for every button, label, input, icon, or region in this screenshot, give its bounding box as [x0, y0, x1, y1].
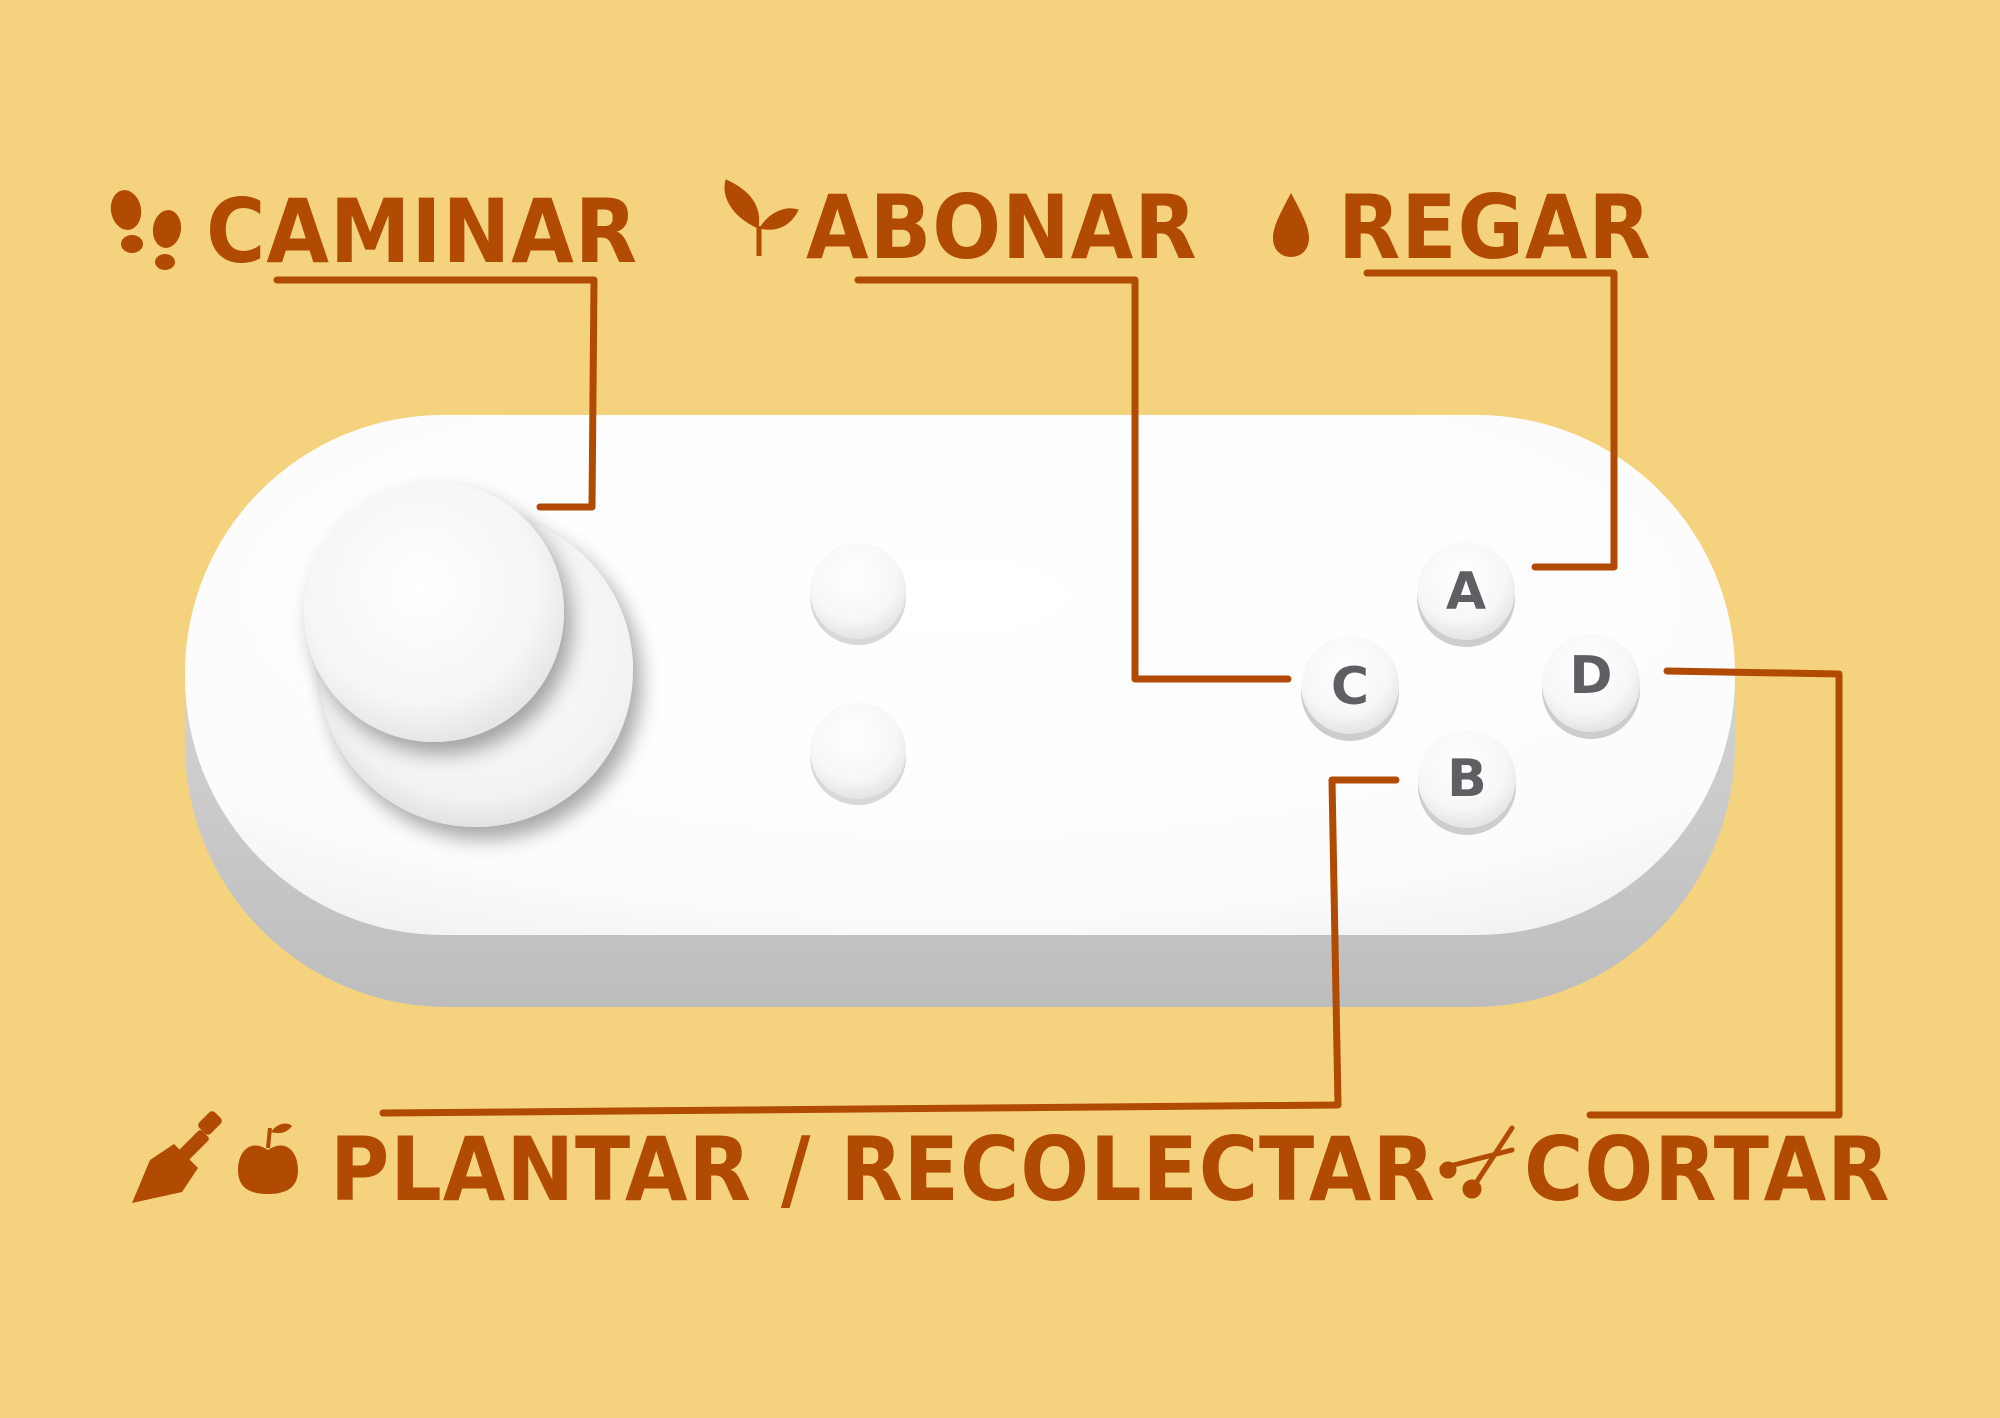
leader-line-caminar	[273, 276, 598, 511]
button-a[interactable]: A	[1417, 542, 1515, 647]
leader-line-cortar	[1586, 667, 1843, 1119]
leader-line-plantar	[379, 776, 1400, 1117]
leader-line-abonar	[854, 276, 1292, 683]
label-caminar: CAMINAR	[206, 180, 638, 283]
button-d-letter: D	[1569, 646, 1612, 706]
button-b[interactable]: B	[1418, 730, 1516, 835]
sprout-icon	[724, 179, 799, 256]
button-a-letter: A	[1446, 562, 1486, 622]
label-cortar: CORTAR	[1524, 1118, 1891, 1221]
footprints-icon	[110, 190, 182, 270]
leader-line-regar	[1363, 269, 1618, 571]
menu-button-bottom[interactable]	[810, 703, 906, 805]
joystick[interactable]	[304, 482, 633, 827]
scissors-icon	[1439, 1125, 1515, 1199]
label-regar: REGAR	[1338, 176, 1652, 279]
water-drop-icon	[1273, 193, 1309, 257]
menu-button-top[interactable]	[810, 543, 906, 645]
button-b-letter: B	[1447, 749, 1487, 809]
trowel-icon	[132, 1111, 222, 1203]
apple-icon	[238, 1123, 298, 1194]
button-d[interactable]: D	[1542, 634, 1640, 739]
button-c[interactable]: C	[1301, 636, 1399, 741]
label-abonar: ABONAR	[806, 176, 1198, 279]
button-c-letter: C	[1331, 657, 1369, 717]
label-plantar-recolectar: PLANTAR / RECOLECTAR	[330, 1118, 1436, 1221]
